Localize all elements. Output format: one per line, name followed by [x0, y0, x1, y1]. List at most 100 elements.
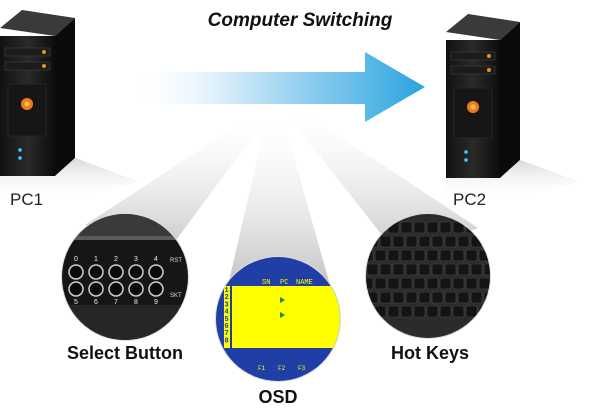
keyboard-key [470, 291, 483, 304]
osd-row-number: 6 [225, 323, 229, 331]
pc1-label: PC1 [10, 190, 44, 209]
keyboard-key [465, 305, 478, 318]
keyboard-key [366, 291, 379, 304]
keyboard-key [478, 277, 490, 290]
side-label-rst: RST [170, 258, 182, 264]
select-button-label: Select Button [66, 343, 183, 363]
pc1-tower-icon [0, 10, 140, 200]
osd-header-name: NAME [296, 279, 313, 287]
keyboard-key [439, 277, 452, 290]
select-button [128, 264, 144, 280]
keyboard-key [418, 291, 431, 304]
select-button [88, 281, 104, 297]
keyboard-key [465, 277, 478, 290]
keyboard-key [497, 236, 508, 247]
button-number-label: 2 [114, 256, 118, 263]
keyboard-key [492, 278, 503, 289]
keyboard-key [366, 277, 374, 290]
osd-row-number: 4 [225, 309, 229, 317]
osd-row-number: 3 [225, 301, 229, 309]
button-number-label: 4 [154, 256, 158, 263]
keyboard-keys [366, 221, 508, 318]
keyboard-key [444, 291, 457, 304]
keyboard-key [413, 277, 426, 290]
switching-arrow [130, 52, 425, 122]
keyboard-key [387, 277, 400, 290]
button-number-label: 8 [134, 299, 138, 306]
osd-header-pc: PC [280, 279, 288, 287]
button-number-label: 6 [94, 299, 98, 306]
keyboard-key [497, 292, 508, 303]
keyboard-key [418, 263, 431, 276]
keyboard-key [426, 277, 439, 290]
keyboard-key [444, 235, 457, 248]
keyboard-key [400, 305, 413, 318]
keyboard-key [452, 249, 465, 262]
keyboard-key [465, 249, 478, 262]
osd-row-number: 7 [225, 330, 229, 338]
osd-footer-f1: F1 [258, 365, 266, 372]
keyboard-key [392, 235, 405, 248]
osd-row-number: 8 [225, 337, 229, 345]
hot-keys-label: Hot Keys [390, 343, 470, 363]
button-number-label: 5 [74, 299, 78, 306]
pc2-tower-icon [446, 14, 580, 198]
osd-row-number: 5 [225, 316, 229, 324]
keyboard-key [439, 249, 452, 262]
keyboard-key [483, 235, 490, 248]
select-button [128, 281, 144, 297]
keyboard-key [452, 277, 465, 290]
select-button [148, 264, 164, 280]
osd-row-number: 2 [225, 294, 229, 302]
keyboard-key [400, 221, 413, 234]
keyboard-key [387, 249, 400, 262]
pc2-label: PC2 [453, 190, 487, 209]
osd-footer-f2: F2 [278, 365, 286, 372]
keyboard-key [374, 249, 387, 262]
keyboard-key [418, 235, 431, 248]
keyboard-key [405, 263, 418, 276]
keyboard-key [366, 305, 374, 318]
keyboard-key [431, 291, 444, 304]
keyboard-key [426, 305, 439, 318]
keyboard-key [374, 277, 387, 290]
button-number-label: 9 [154, 299, 158, 306]
keyboard-key [492, 222, 503, 233]
button-number-label: 3 [134, 256, 138, 263]
osd-row-number: 1 [225, 287, 229, 295]
keyboard-key [492, 306, 503, 317]
button-number-label: 1 [94, 256, 98, 263]
keyboard-key [405, 235, 418, 248]
keyboard-key [405, 291, 418, 304]
side-label-skt: SKT [170, 293, 182, 299]
select-button [108, 264, 124, 280]
select-button-panel-icon: 0 1 2 3 4 5 6 7 8 9 RST SKT [61, 213, 189, 341]
keyboard-key [400, 277, 413, 290]
keyboard-key [457, 291, 470, 304]
keyboard-key [457, 235, 470, 248]
keyboard-key [431, 235, 444, 248]
keyboard-key [387, 305, 400, 318]
button-grid: 0 1 2 3 4 5 6 7 8 9 [68, 256, 164, 306]
osd-footer-f3: F3 [298, 365, 306, 372]
keyboard-key [426, 221, 439, 234]
keyboard-key [366, 263, 379, 276]
keyboard-key [392, 291, 405, 304]
keyboard-key [452, 305, 465, 318]
button-number-label: 7 [114, 299, 118, 306]
keyboard-key [470, 263, 483, 276]
button-number-label: 0 [74, 256, 78, 263]
keyboard-key [413, 249, 426, 262]
keyboard-key [497, 264, 508, 275]
keyboard-key [379, 263, 392, 276]
keyboard-key [439, 221, 452, 234]
keyboard-key [478, 305, 490, 318]
keyboard-key [379, 235, 392, 248]
keyboard-key [379, 291, 392, 304]
keyboard-key [413, 305, 426, 318]
keyboard-key [439, 305, 452, 318]
select-button [68, 281, 84, 297]
keyboard-key [431, 263, 444, 276]
